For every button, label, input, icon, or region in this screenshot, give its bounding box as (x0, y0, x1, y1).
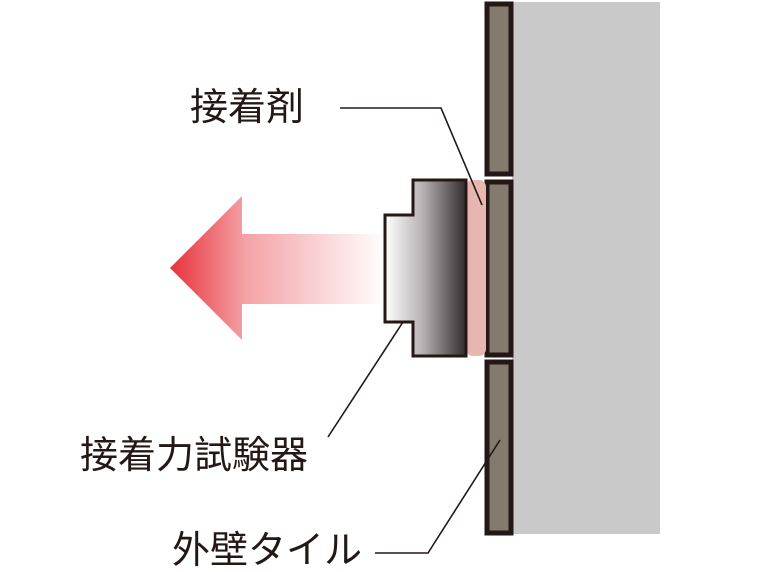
label-adhesion-tester: 接着力試験器 (80, 433, 309, 477)
wall (512, 2, 660, 534)
leader-line-adhesive (340, 107, 483, 206)
leader-line-tile (375, 439, 501, 554)
leader-line-tester (327, 321, 404, 438)
adhesive-layer (466, 180, 486, 356)
tile-top (484, 1, 514, 177)
tile-middle (484, 179, 514, 358)
label-adhesive: 接着剤 (190, 85, 305, 129)
label-exterior-tile: 外壁タイル (172, 528, 363, 572)
adhesion-tester (383, 178, 468, 358)
pull-arrow (170, 196, 386, 340)
tile-bottom (484, 359, 514, 536)
